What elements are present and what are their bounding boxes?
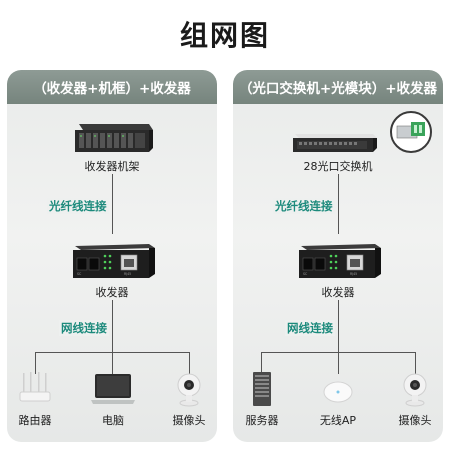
right-panel-header: （光口交换机+光模块）+收发器	[233, 70, 443, 104]
server-label: 服务器	[245, 414, 279, 427]
wireless-ap-icon	[323, 381, 353, 403]
right-middle-device-label: 收发器	[321, 286, 355, 299]
right-fiber-label: 光纤线连接	[273, 198, 335, 214]
left-fiber-label: 光纤线连接	[47, 198, 109, 214]
left-camera-label: 摄像头	[172, 414, 206, 427]
camera-icon	[177, 373, 201, 407]
svg-text:RJ45: RJ45	[350, 272, 357, 276]
camera-icon	[403, 373, 427, 407]
laptop-icon	[91, 374, 135, 404]
left-top-device-label: 收发器机架	[84, 160, 140, 173]
right-lan-line	[338, 300, 339, 352]
left-lan-label: 网线连接	[59, 320, 109, 336]
right-branch-drop-3	[415, 352, 416, 374]
page-title: 组网图	[179, 19, 270, 52]
left-panel-header: （收发器+机框）+收发器	[7, 70, 217, 104]
right-branch-drop-2	[338, 352, 339, 374]
left-branch-drop-2	[112, 352, 113, 374]
transceiver-icon: SC RJ45	[73, 244, 155, 278]
left-fiber-line	[112, 174, 113, 234]
wireless-ap-label: 无线AP	[319, 414, 357, 427]
left-branch-drop-1	[35, 352, 36, 374]
left-lan-line	[112, 300, 113, 352]
transceiver-rack-icon	[75, 124, 153, 152]
left-branch-drop-3	[189, 352, 190, 374]
router-icon	[19, 372, 51, 402]
rj45-port-text: RJ45	[124, 272, 131, 276]
server-icon	[253, 372, 271, 406]
svg-text:SC: SC	[303, 272, 308, 276]
right-top-device-label: 28光口交换机	[303, 160, 373, 173]
right-fiber-line	[338, 174, 339, 234]
optical-switch-icon	[293, 134, 377, 152]
svg-text:SC: SC	[77, 272, 82, 276]
right-camera-label: 摄像头	[398, 414, 432, 427]
sfp-module-icon	[390, 111, 432, 153]
left-topology-panel: （收发器+机框）+收发器 收发器机架 光纤线连接 S	[7, 70, 217, 442]
right-lan-label: 网线连接	[285, 320, 335, 336]
router-label: 路由器	[18, 414, 52, 427]
transceiver-icon: SC RJ45	[299, 244, 381, 278]
left-middle-device-label: 收发器	[95, 286, 129, 299]
right-topology-panel: （光口交换机+光模块）+收发器 28光口交换机 光纤线连接	[233, 70, 443, 442]
right-branch-drop-1	[261, 352, 262, 374]
laptop-label: 电脑	[102, 414, 124, 427]
